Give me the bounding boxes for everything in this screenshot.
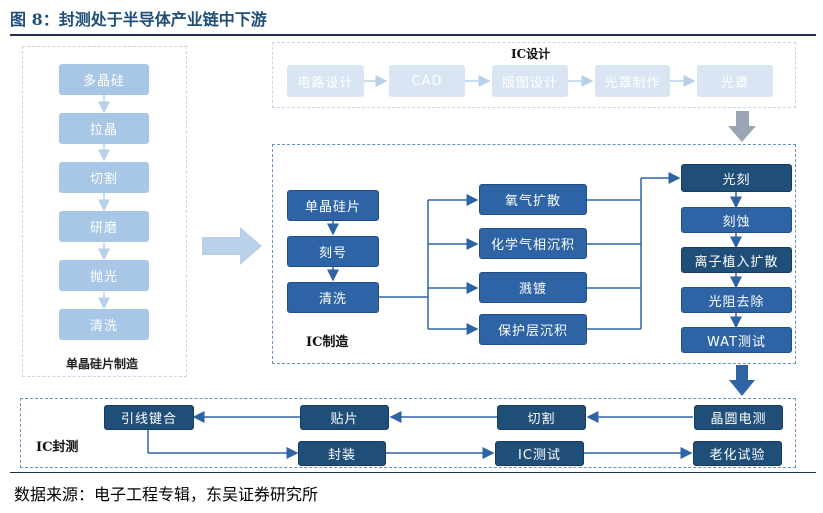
pkg-step-packaging: 封装 [298, 441, 386, 466]
title-divider [10, 34, 816, 36]
wafer-step-grinding: 研磨 [59, 211, 149, 242]
fab-step-ion-implant: 离子植入扩散 [681, 247, 792, 273]
fab-step-wafer: 单晶硅片 [287, 190, 379, 221]
source-note: 数据来源：电子工程专辑，东吴证券研究所 [14, 485, 319, 504]
design-step-cad: CAD [389, 65, 465, 97]
pkg-step-burn-in: 老化试验 [693, 441, 782, 466]
fanout-lines [379, 200, 429, 329]
wafer-step-polishing: 抛光 [59, 260, 149, 291]
fanin-lines [587, 178, 642, 330]
ic-manufacturing-panel [272, 144, 796, 364]
ic-packaging-test-label: IC封测 [36, 440, 79, 455]
fab-step-cleaning: 清洗 [287, 282, 379, 313]
wafer-step-crystal-pulling: 拉晶 [59, 113, 149, 144]
pkg-step-die-attach: 贴片 [300, 405, 389, 430]
ic-manufacturing-label: IC制造 [306, 335, 349, 350]
big-right-arrow [202, 227, 262, 265]
fab-step-sputtering: 溅镀 [479, 272, 587, 303]
wafer-step-slicing: 切割 [59, 162, 149, 193]
fab-step-marking: 刻号 [287, 236, 379, 267]
fab-step-cvd: 化学气相沉积 [479, 228, 587, 259]
wafer-panel-label: 单晶硅片制造 [66, 357, 139, 371]
design-step-circuit: 电路设计 [287, 65, 364, 97]
ic-design-panel [272, 42, 796, 108]
design-step-mask-making: 光罩制作 [595, 65, 670, 97]
fab-step-etching: 刻蚀 [681, 207, 792, 233]
fab-step-oxidation-diffusion: 氧气扩散 [479, 184, 587, 215]
figure-title: 图 8：封测处于半导体产业链中下游 [10, 10, 267, 29]
design-step-layout: 版图设计 [492, 65, 568, 97]
wafer-step-polysilicon: 多晶硅 [59, 64, 149, 95]
wafer-manufacturing-panel [22, 46, 187, 377]
pkg-step-wire-bonding: 引线键合 [104, 405, 194, 430]
ic-packaging-test-panel [20, 398, 796, 468]
fab-to-packaging-arrow [729, 365, 755, 396]
fanout-arrows [428, 194, 479, 335]
pkg-step-wafer-probe: 晶圆电测 [694, 405, 783, 430]
fab-step-lithography: 光刻 [681, 164, 792, 192]
fab-step-passivation: 保护层沉积 [479, 314, 587, 345]
source-divider [10, 472, 816, 473]
pkg-step-dicing: 切割 [497, 405, 586, 430]
fab-step-wat-test: WAT测试 [681, 327, 792, 353]
fab-step-photoresist-strip: 光阻去除 [681, 287, 792, 313]
pkg-step-ic-test: IC测试 [495, 441, 584, 466]
design-to-fab-arrow [728, 111, 756, 142]
ic-design-label: IC设计 [511, 47, 551, 61]
design-step-mask: 光罩 [697, 65, 773, 97]
wafer-step-cleaning: 清洗 [59, 309, 149, 340]
